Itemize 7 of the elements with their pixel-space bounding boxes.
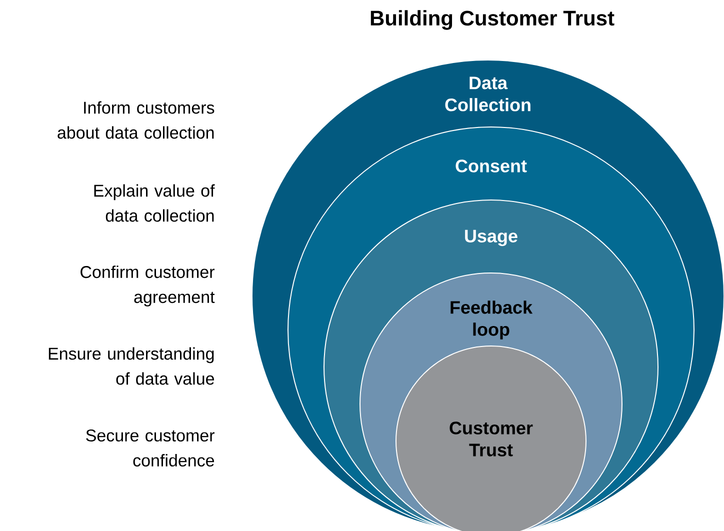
circle-band: Customer Trust [396, 346, 586, 531]
step-description: Confirm customer agreement [80, 266, 215, 306]
step-description: Explain value of data collection [94, 184, 215, 222]
title: Building Customer Trust [370, 10, 614, 30]
step-description: Inform customers about data collection [58, 101, 214, 139]
step-description: Ensure understanding of data value [48, 347, 214, 385]
step-description: Secure customer confidence [86, 429, 214, 467]
